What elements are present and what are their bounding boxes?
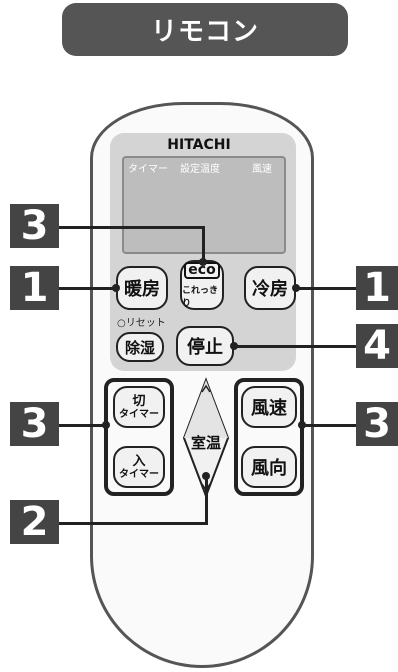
- heat-button[interactable]: 暖房: [116, 266, 168, 310]
- stop-button[interactable]: 停止: [176, 326, 234, 366]
- callout-badge-heat: 1: [10, 265, 59, 311]
- display-label-timer: タイマー: [128, 164, 168, 175]
- callout-dot-heat: [112, 284, 120, 292]
- eco-button[interactable]: eco これっきり: [180, 260, 224, 310]
- display-label-set-temp: 設定温度: [180, 164, 220, 175]
- callout-line-temp-v: [205, 476, 208, 524]
- callout-dot-cool: [292, 284, 300, 292]
- callout-line-eco-v: [202, 226, 205, 262]
- fan-group: [234, 378, 304, 496]
- display-label-fan: 風速: [252, 164, 272, 175]
- callout-badge-eco: 3: [10, 203, 59, 249]
- timer-off-main: 切: [132, 393, 146, 409]
- callout-line-eco-h: [58, 226, 204, 229]
- reset-label: ○リセット: [117, 318, 166, 329]
- fan-speed-button[interactable]: 風速: [241, 386, 297, 428]
- callout-badge-timer: 3: [10, 401, 59, 447]
- dehumidify-button[interactable]: 除湿: [116, 332, 164, 362]
- callout-line-stop: [234, 345, 358, 348]
- page-title: リモコン: [62, 3, 348, 56]
- brand-logo: HITACHI: [167, 137, 231, 153]
- eco-sub-label: これっきり: [182, 285, 219, 309]
- fan-direction-button[interactable]: 風向: [241, 446, 297, 488]
- callout-line-timer: [58, 424, 108, 427]
- callout-dot-timer: [102, 421, 110, 429]
- timer-on-button[interactable]: 入 タイマー: [113, 446, 165, 488]
- callout-badge-cool: 1: [356, 265, 398, 311]
- callout-dot-eco: [199, 258, 207, 266]
- callout-badge-stop: 4: [356, 323, 398, 369]
- timer-group: [104, 378, 174, 496]
- callout-dot-stop: [230, 342, 238, 350]
- timer-on-main: 入: [132, 453, 146, 469]
- callout-dot-fan: [298, 421, 306, 429]
- callout-line-cool: [296, 287, 356, 290]
- timer-off-button[interactable]: 切 タイマー: [113, 386, 165, 428]
- callout-badge-fan: 3: [356, 401, 398, 447]
- callout-line-fan: [302, 424, 358, 427]
- room-temp-diamond[interactable]: [180, 376, 232, 500]
- callout-dot-temp: [202, 472, 210, 480]
- callout-line-heat: [58, 287, 118, 290]
- room-temp-label: 室温: [190, 434, 221, 452]
- cool-button[interactable]: 冷房: [244, 266, 296, 310]
- callout-badge-temp: 2: [10, 499, 59, 545]
- timer-off-sub: タイマー: [119, 408, 159, 420]
- timer-on-sub: タイマー: [119, 468, 159, 480]
- callout-line-temp-h: [58, 522, 208, 525]
